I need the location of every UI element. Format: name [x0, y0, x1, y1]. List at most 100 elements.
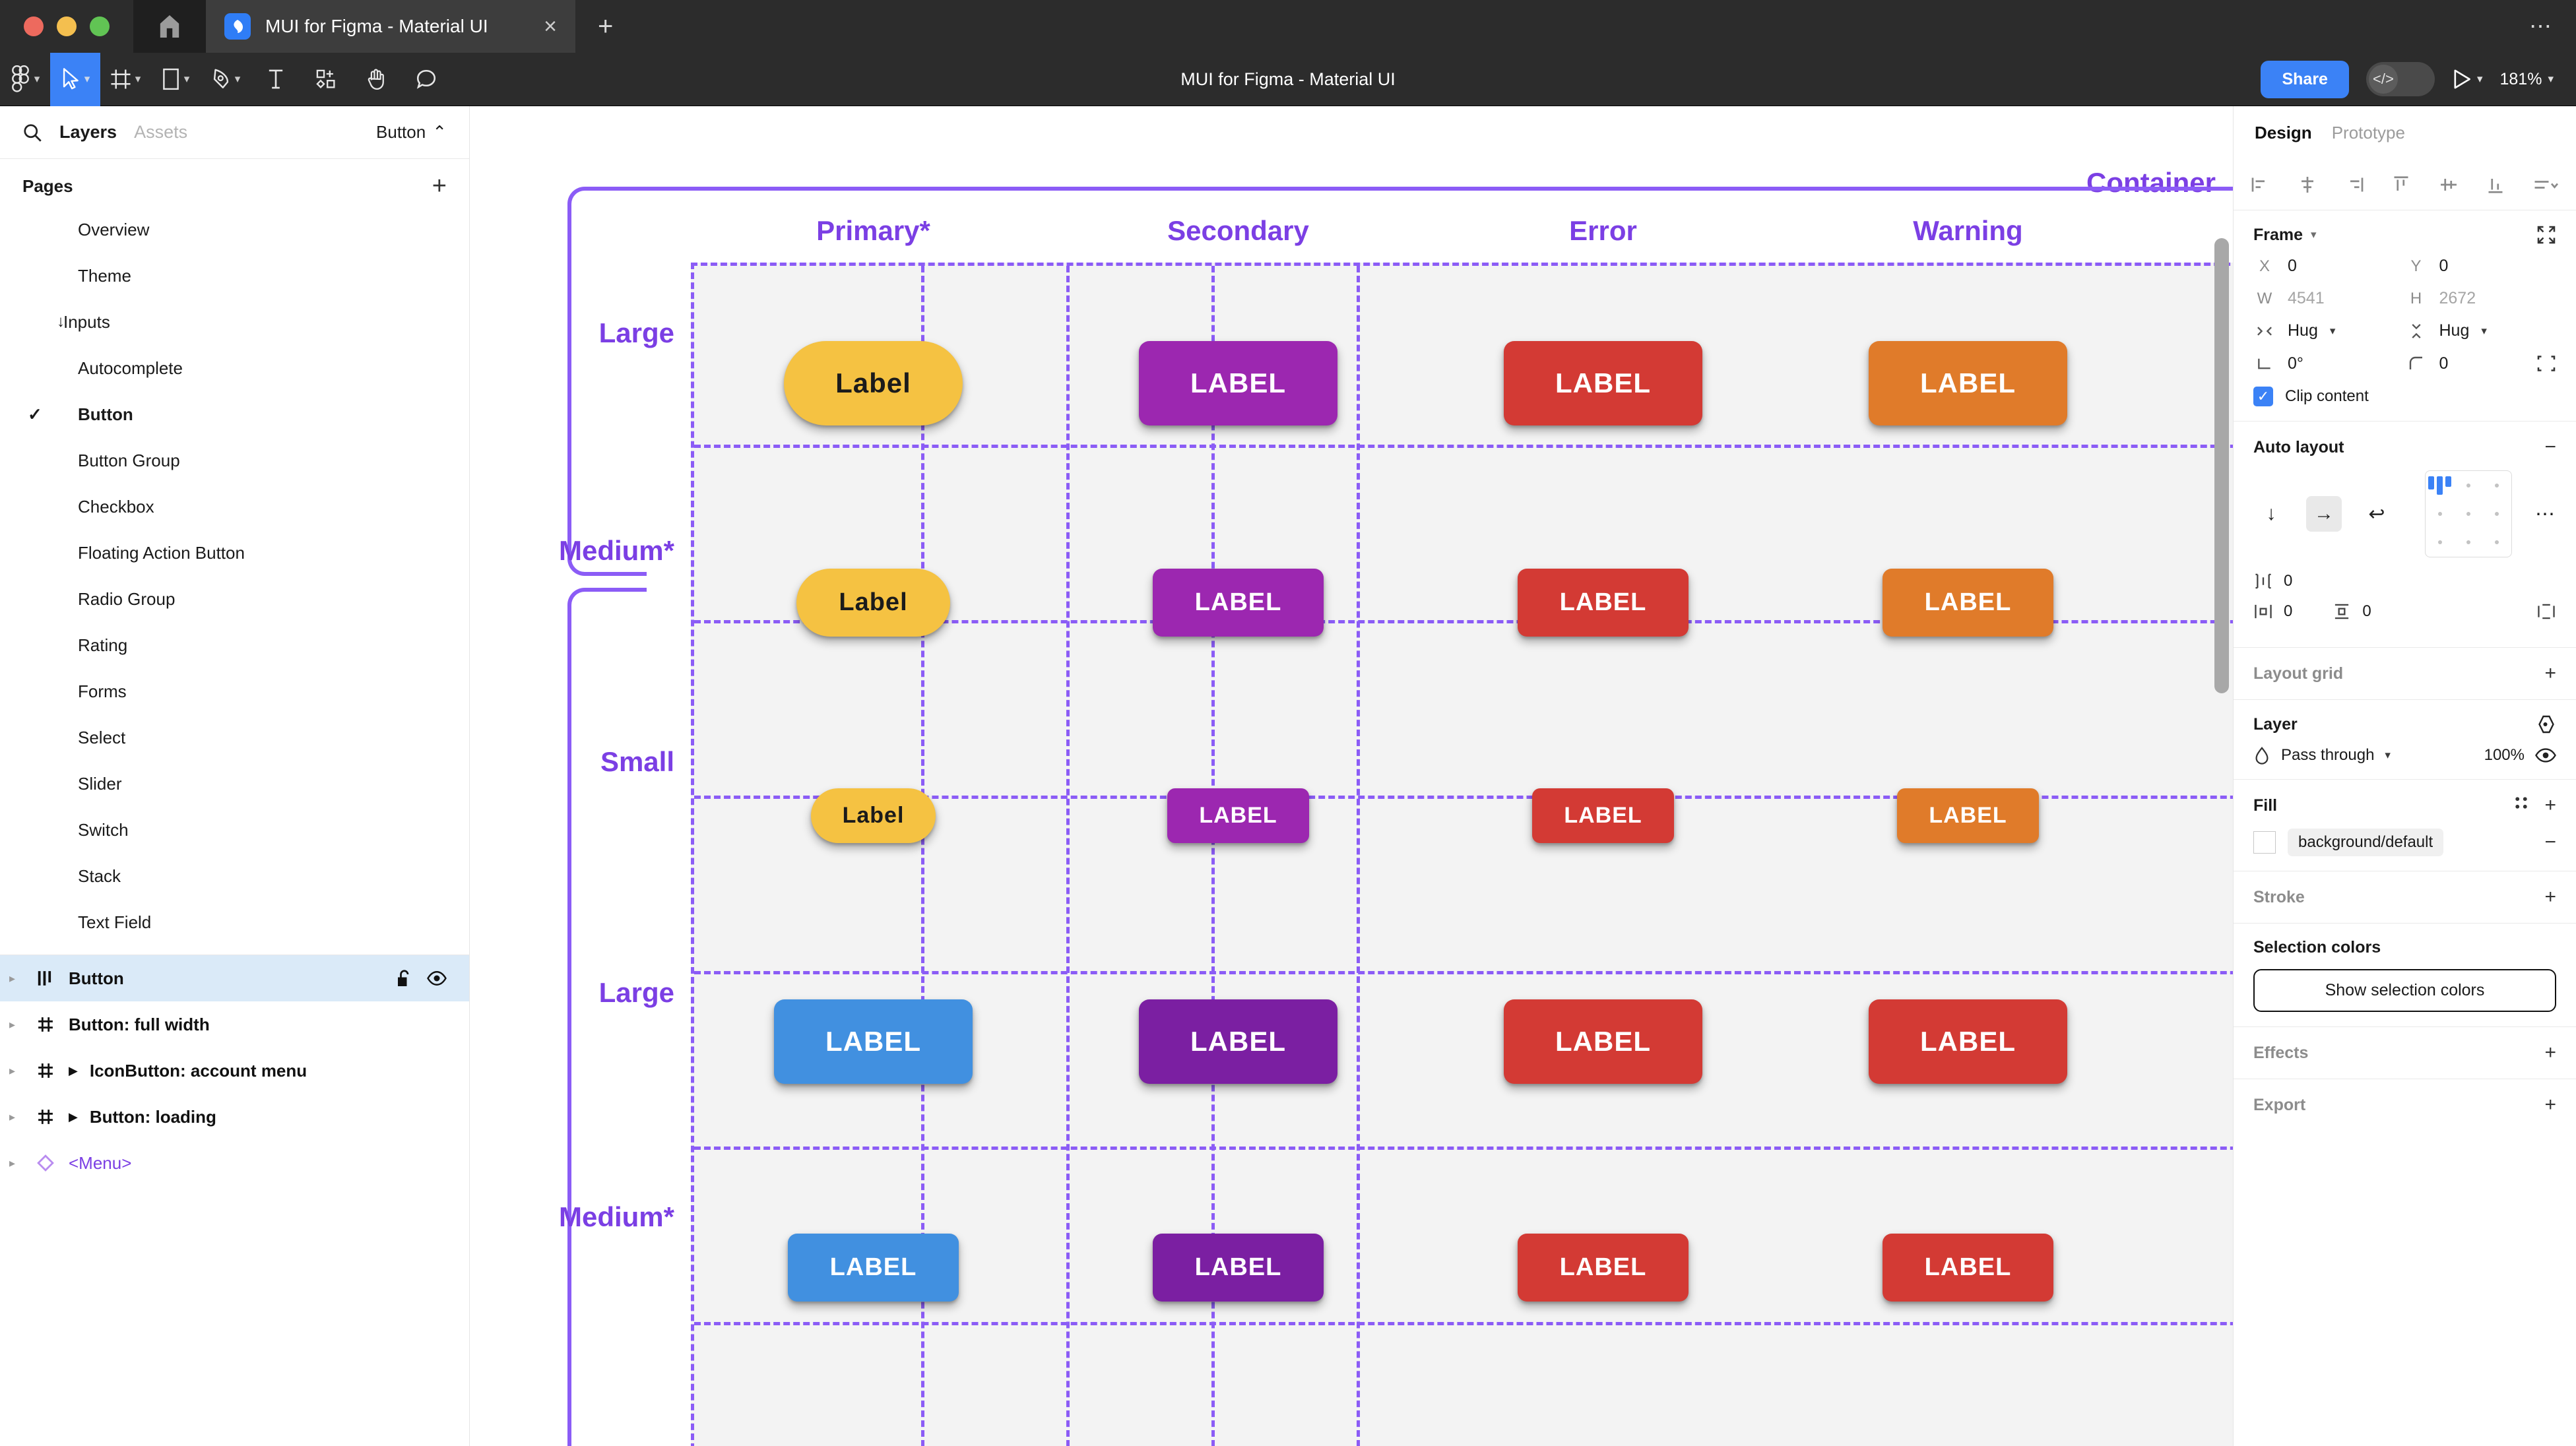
- material-button[interactable]: LABEL: [1532, 788, 1674, 843]
- page-item-button-group[interactable]: Button Group: [0, 437, 469, 484]
- material-button[interactable]: LABEL: [1504, 341, 1702, 425]
- align-top-icon[interactable]: [2391, 175, 2411, 195]
- page-item-switch[interactable]: Switch: [0, 807, 469, 853]
- layer-row[interactable]: ▸▶IconButton: account menu: [0, 1048, 469, 1094]
- close-tab-icon[interactable]: ×: [544, 14, 557, 39]
- material-button[interactable]: LABEL: [1897, 788, 2039, 843]
- layer-row[interactable]: ▸Button: full width: [0, 1001, 469, 1048]
- show-selection-colors-button[interactable]: Show selection colors: [2253, 969, 2556, 1012]
- new-tab-button[interactable]: +: [598, 11, 614, 41]
- home-icon[interactable]: [133, 0, 206, 53]
- clip-content-row[interactable]: ✓ Clip content: [2253, 387, 2556, 406]
- layer-children-triangle-icon[interactable]: ▶: [69, 1110, 78, 1123]
- align-bottom-icon[interactable]: [2486, 175, 2505, 195]
- material-button[interactable]: LABEL: [1517, 1233, 1689, 1302]
- hand-tool-button[interactable]: [351, 53, 401, 106]
- tab-layers[interactable]: Layers: [59, 122, 117, 142]
- material-button[interactable]: LABEL: [1882, 1233, 2054, 1302]
- page-item-forms[interactable]: Forms: [0, 668, 469, 714]
- vertical-resizing[interactable]: Hug ▾: [2405, 321, 2557, 340]
- visibility-icon[interactable]: [2535, 747, 2556, 763]
- alignment-picker[interactable]: [2425, 470, 2512, 557]
- material-button[interactable]: LABEL: [1139, 999, 1337, 1084]
- add-fill-button[interactable]: +: [2544, 794, 2556, 816]
- gap-between-items[interactable]: 0: [2253, 572, 2292, 590]
- tab-design[interactable]: Design: [2255, 122, 2312, 142]
- dev-mode-toggle[interactable]: </>: [2366, 62, 2435, 96]
- layer-expand-icon[interactable]: ▸: [9, 1017, 16, 1031]
- material-button[interactable]: LABEL: [1882, 568, 2054, 637]
- layer-styles-icon[interactable]: [2536, 714, 2556, 734]
- direction-horizontal-button[interactable]: →: [2306, 496, 2342, 532]
- horizontal-padding[interactable]: 0: [2253, 602, 2292, 621]
- page-item-select[interactable]: Select: [0, 714, 469, 761]
- material-button[interactable]: LABEL: [1869, 341, 2067, 425]
- horizontal-resizing[interactable]: Hug ▾: [2253, 321, 2405, 340]
- page-item-text-field[interactable]: Text Field: [0, 899, 469, 945]
- fill-item[interactable]: background/default −: [2253, 829, 2556, 856]
- canvas-vertical-scrollbar[interactable]: [2214, 238, 2229, 693]
- frame-x[interactable]: X 0: [2253, 257, 2405, 276]
- add-effect-button[interactable]: +: [2544, 1042, 2556, 1063]
- frame-width[interactable]: W 4541: [2253, 289, 2405, 308]
- align-left-icon[interactable]: [2251, 175, 2270, 195]
- visibility-icon[interactable]: [427, 970, 447, 986]
- chevron-down-icon[interactable]: ▾: [2311, 228, 2317, 241]
- material-button[interactable]: LABEL: [1504, 999, 1702, 1084]
- layer-row[interactable]: ▸Button: [0, 955, 469, 1001]
- tab-prototype[interactable]: Prototype: [2331, 122, 2405, 142]
- page-selector[interactable]: Button ⌃: [376, 122, 447, 142]
- actions-tool-button[interactable]: [301, 53, 351, 106]
- page-item-floating-action-button[interactable]: Floating Action Button: [0, 530, 469, 576]
- move-tool-button[interactable]: ▾: [50, 52, 100, 106]
- page-item-radio-group[interactable]: Radio Group: [0, 576, 469, 622]
- remove-fill-button[interactable]: −: [2544, 831, 2556, 853]
- material-button[interactable]: LABEL: [787, 1233, 959, 1302]
- comment-tool-button[interactable]: [401, 53, 451, 106]
- browser-tab[interactable]: MUI for Figma - Material UI ×: [206, 0, 575, 53]
- independent-corners-icon[interactable]: [2536, 354, 2556, 373]
- align-right-icon[interactable]: [2344, 175, 2364, 195]
- frame-tool-button[interactable]: ▾: [100, 53, 150, 106]
- page-item-stack[interactable]: Stack: [0, 853, 469, 899]
- container-frame-label[interactable]: Container: [2086, 167, 2216, 198]
- page-item-theme[interactable]: Theme: [0, 253, 469, 299]
- material-button[interactable]: LABEL: [1167, 788, 1309, 843]
- page-item-checkbox[interactable]: Checkbox: [0, 484, 469, 530]
- add-page-button[interactable]: +: [432, 172, 447, 200]
- clip-content-checkbox[interactable]: ✓: [2253, 387, 2273, 406]
- corner-radius-field[interactable]: 0: [2405, 354, 2557, 373]
- page-item-overview[interactable]: Overview: [0, 206, 469, 253]
- minimize-window-button[interactable]: [57, 16, 77, 36]
- direction-vertical-button[interactable]: ↓: [2266, 503, 2276, 524]
- auto-layout-more-button[interactable]: ⋯: [2535, 503, 2556, 525]
- shape-tool-button[interactable]: ▾: [150, 53, 201, 106]
- layer-row[interactable]: ▸<Menu>: [0, 1140, 469, 1186]
- vertical-padding[interactable]: 0: [2332, 602, 2371, 621]
- maximize-window-button[interactable]: [90, 16, 110, 36]
- zoom-control[interactable]: 181% ▾: [2500, 70, 2554, 89]
- fill-styles-icon[interactable]: [2513, 794, 2530, 817]
- material-button[interactable]: LABEL: [1869, 999, 2067, 1084]
- share-button[interactable]: Share: [2261, 60, 2349, 98]
- layer-opacity-value[interactable]: 100%: [2484, 746, 2525, 764]
- material-button[interactable]: Label: [810, 788, 936, 843]
- layer-row[interactable]: ▸▶Button: loading: [0, 1094, 469, 1140]
- tab-assets[interactable]: Assets: [134, 122, 188, 142]
- close-window-button[interactable]: [24, 16, 44, 36]
- remove-auto-layout-button[interactable]: −: [2544, 436, 2556, 458]
- align-horizontal-center-icon[interactable]: [2298, 175, 2317, 195]
- material-button[interactable]: Label: [796, 568, 950, 637]
- material-button[interactable]: LABEL: [1152, 1233, 1324, 1302]
- resize-to-fit-icon[interactable]: [2536, 225, 2556, 245]
- layer-expand-icon[interactable]: ▸: [9, 1156, 16, 1170]
- text-tool-button[interactable]: [251, 53, 301, 106]
- material-button[interactable]: LABEL: [774, 999, 973, 1084]
- fill-style-name[interactable]: background/default: [2288, 829, 2444, 856]
- add-export-button[interactable]: +: [2544, 1094, 2556, 1116]
- window-menu-icon[interactable]: ⋯: [2529, 14, 2554, 39]
- page-expander-icon[interactable]: ↓: [57, 313, 65, 330]
- rotation-field[interactable]: 0°: [2253, 354, 2405, 373]
- distribute-more-icon[interactable]: [2532, 175, 2559, 195]
- layer-children-triangle-icon[interactable]: ▶: [69, 1063, 78, 1077]
